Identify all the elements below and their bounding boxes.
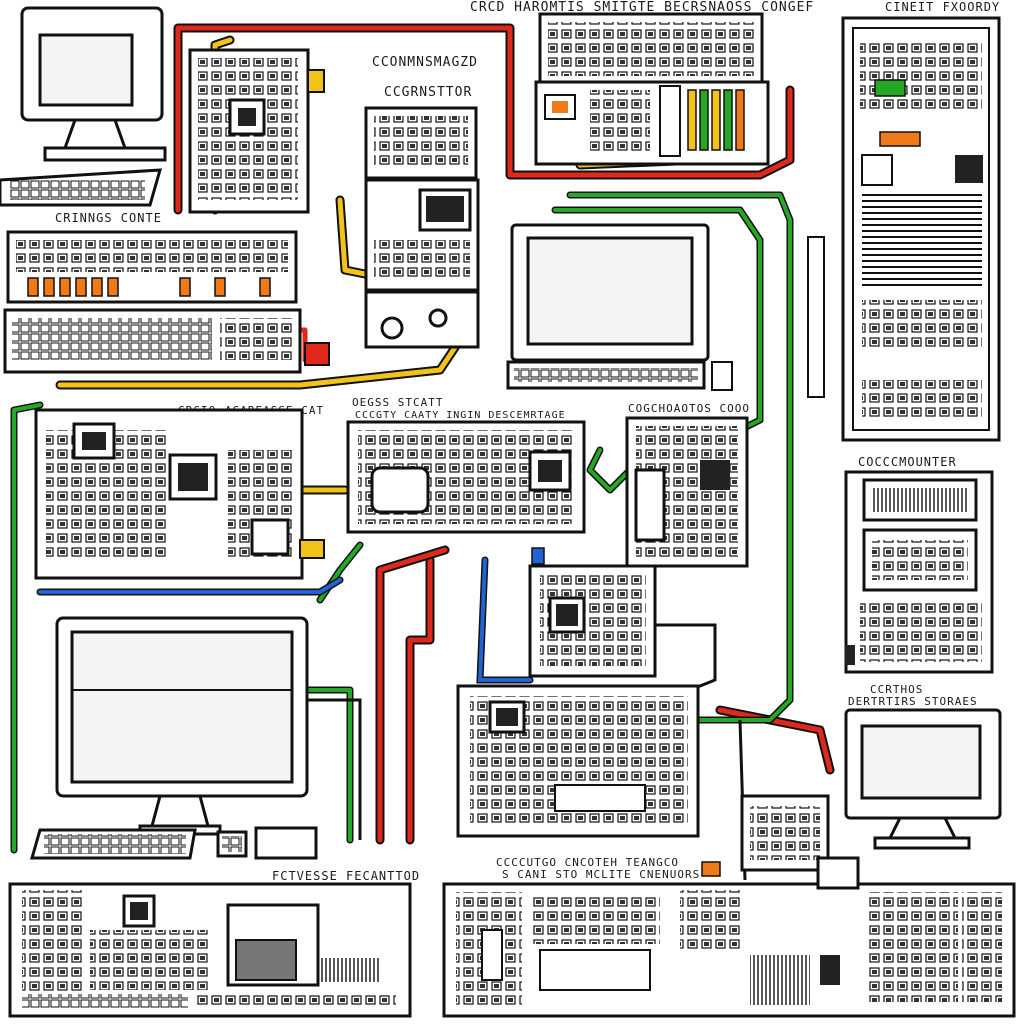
circuit-board-icon: [534, 12, 770, 166]
label-cineit-fxoordy: CINEIT FXOORDY: [885, 0, 1000, 14]
lcd-monitor-icon: [506, 223, 733, 391]
label-ccon-mnsmagzd: CCONMNSMAGZD: [372, 55, 478, 70]
label-ccgrnsttor: CCGRNSTTOR: [384, 85, 472, 100]
circuit-board-icon: [8, 882, 412, 1018]
keyboard-icon: [0, 168, 163, 207]
label-fctvesse-fecanttod: FCTVESSE FECANTTOD: [272, 869, 420, 883]
crt-monitor-icon: [20, 6, 167, 162]
circuit-board-icon: [456, 684, 700, 838]
label-crinngs-conte: CRINNGS CONTE: [55, 211, 162, 225]
label-ccccutgo: CCCCUTGO CNCOTEH TEANGCO: [496, 856, 679, 869]
circuit-board-icon: [528, 547, 657, 678]
cable-bundle-red: [173, 23, 835, 845]
cable-bundle-blue: [36, 556, 534, 684]
label-cogchoaotos: COGCHOAOTOS COOO: [628, 402, 750, 415]
drive-rack-unit: [6, 230, 298, 304]
label-ccrthos: CCRTHOS: [870, 683, 923, 696]
label-crcd-haromtis: CRCD HAROMTIS SMITGTE BECRSNAOSS CONGEF: [470, 0, 814, 15]
label-dertrtirs-storaes: DERTRTIRS STORAES: [848, 695, 978, 708]
storage-array-unit: [844, 470, 994, 674]
controller-unit: [364, 106, 480, 349]
keyboard-icon: [30, 826, 318, 860]
label-s-cani-sto: S CANI STO MCLITE CNENUORS: [502, 868, 700, 881]
circuit-board-icon: [346, 420, 586, 534]
label-ccc-caaty: CCCGTY CAATY INGIN DESCEMRTAGE: [355, 410, 566, 421]
lcd-monitor-icon: [55, 616, 309, 836]
lcd-monitor-icon: [844, 708, 1002, 850]
server-rack-icon: [807, 16, 1001, 442]
circuit-board-icon: [34, 408, 325, 580]
label-oegss-stcatt: OEGSS STCATT: [352, 396, 443, 409]
keyboard-icon: [3, 308, 330, 374]
label-cocccmounter: COCCCMOUNTER: [858, 455, 957, 469]
circuit-board-icon: [188, 48, 325, 214]
circuit-board-icon: [442, 856, 1016, 1018]
circuit-board-icon: [625, 416, 749, 568]
switch-unit: [740, 794, 830, 872]
